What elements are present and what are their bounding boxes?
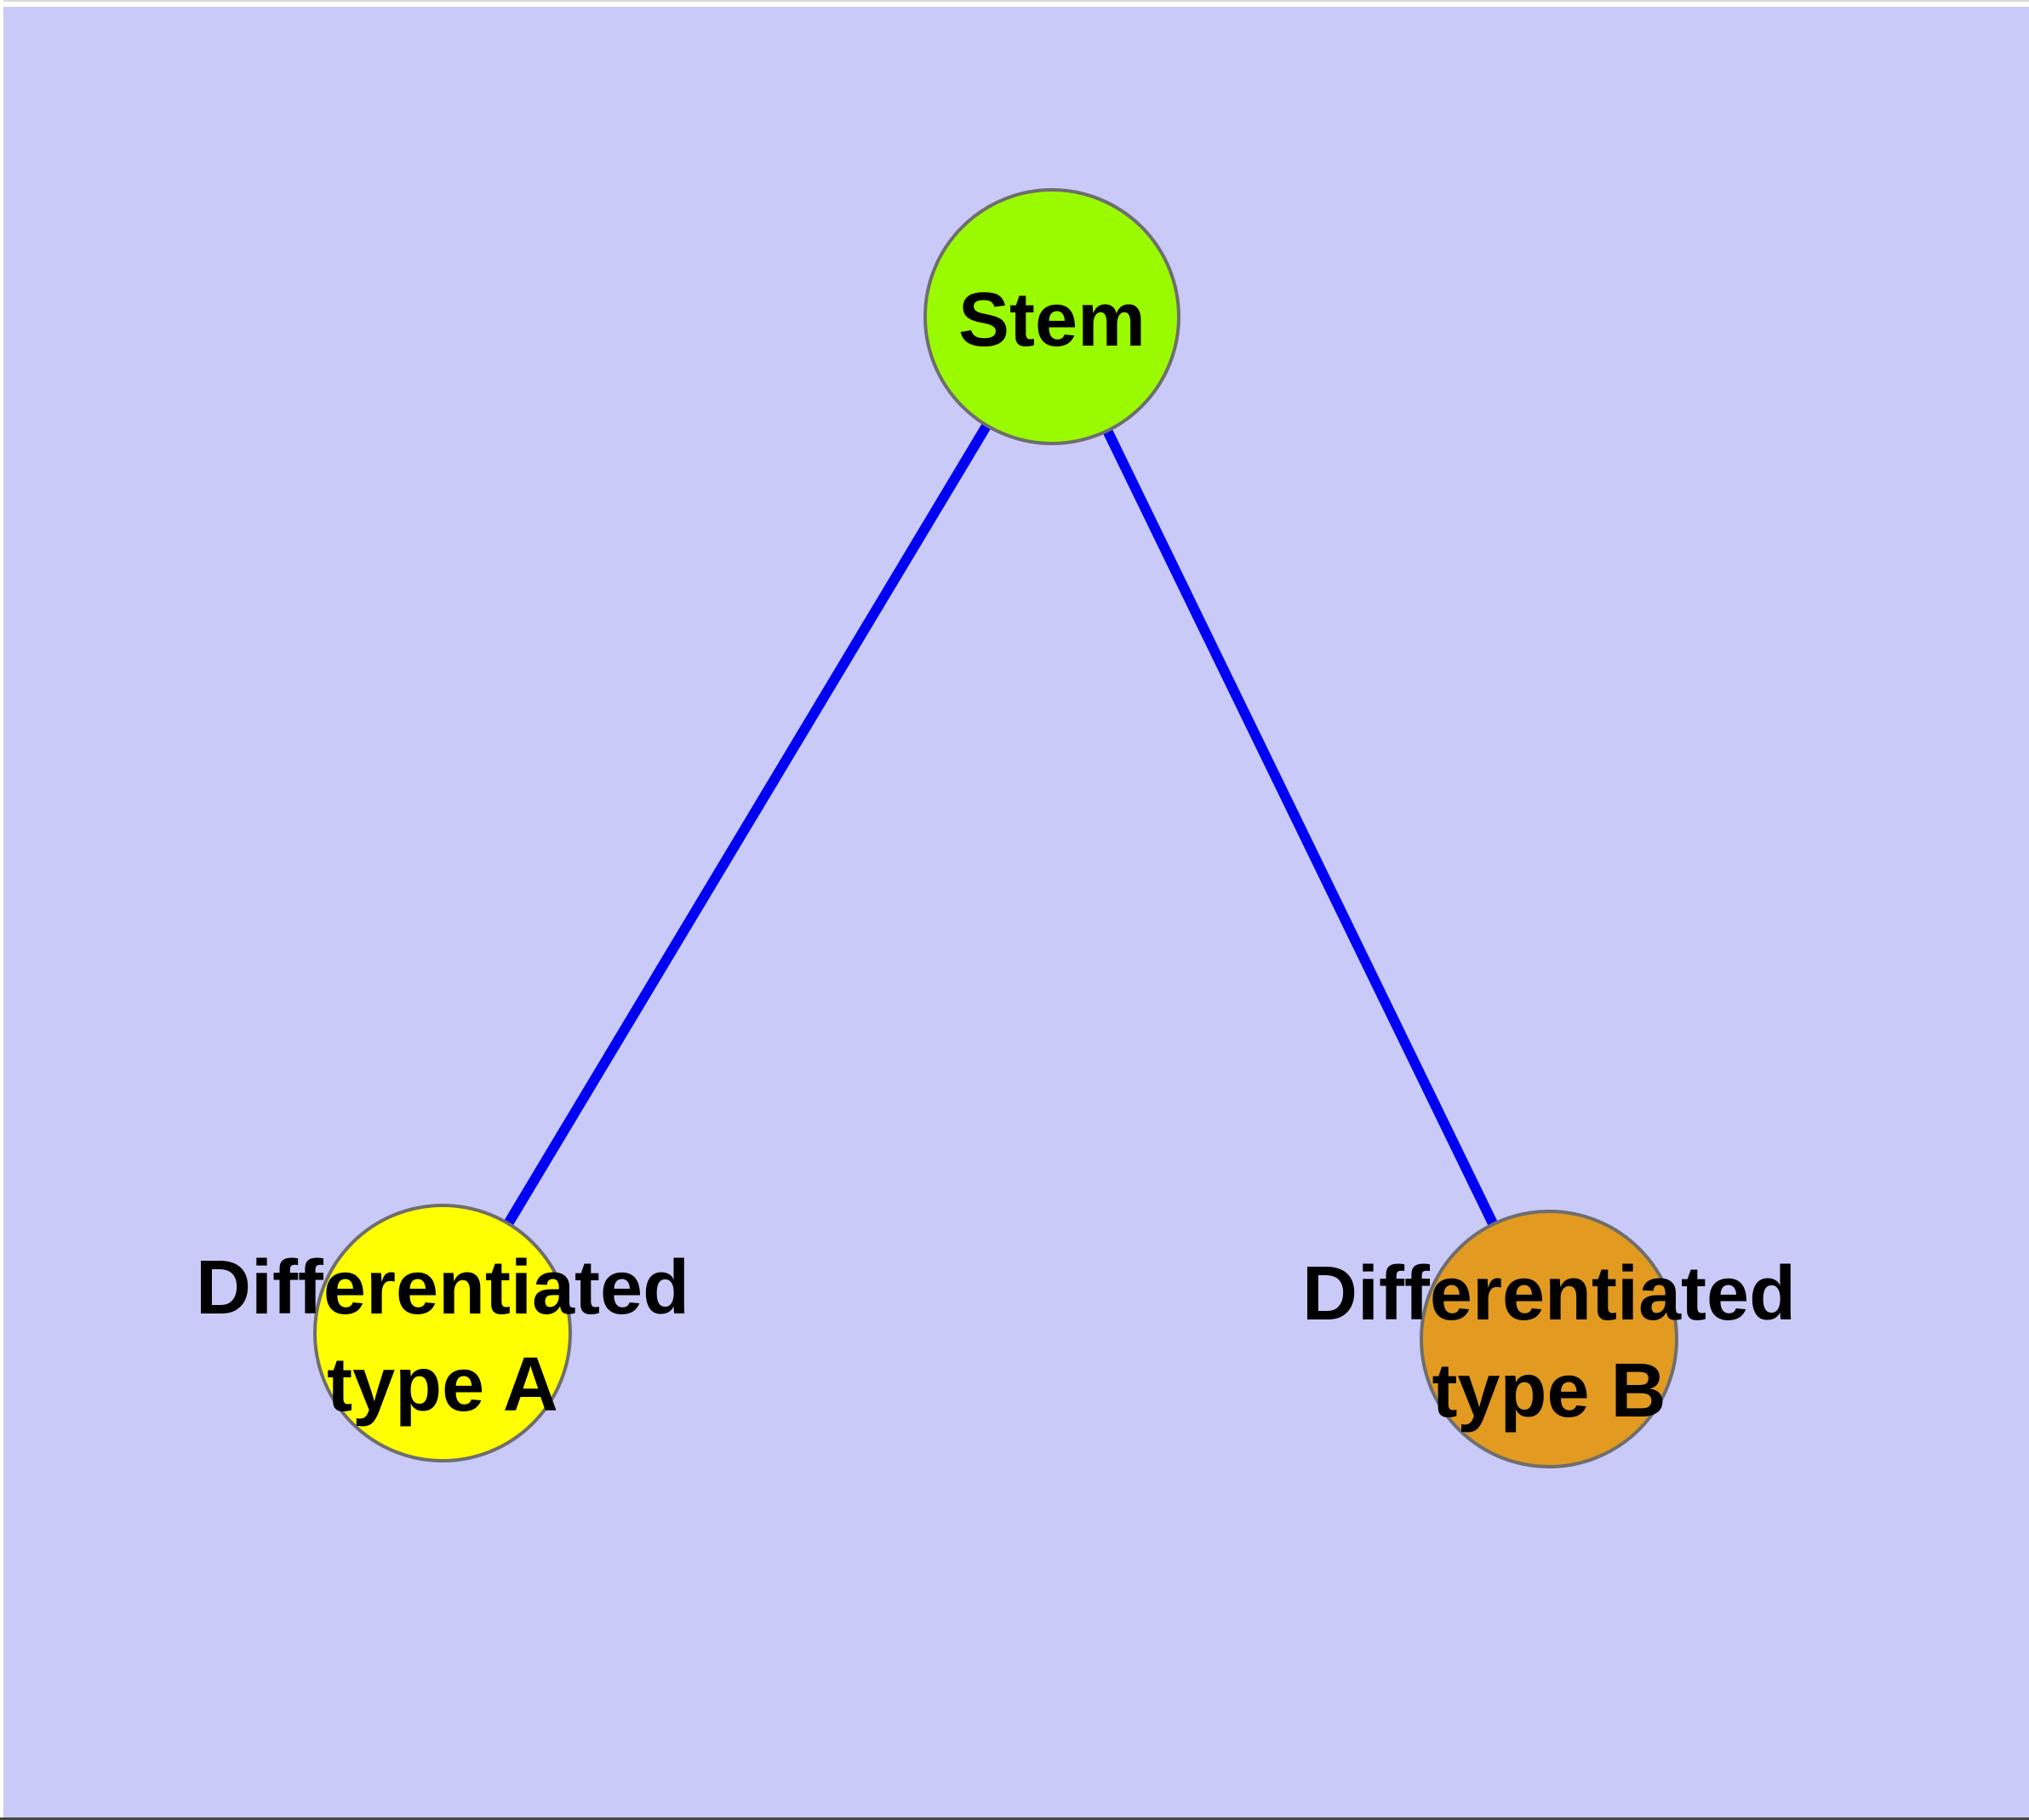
differentiated-type-a-node-label: Differentiated type A <box>196 1239 689 1434</box>
type-b-label-line-1: Differentiated <box>1301 1251 1797 1336</box>
edge-stem-to-diff-a <box>437 313 1057 1336</box>
differentiated-type-b-node-circle <box>1420 1210 1678 1468</box>
differentiated-type-a-node-circle <box>313 1204 572 1462</box>
edge-stem-to-diff-b <box>1047 314 1554 1342</box>
type-a-label-line-1: Differentiated <box>195 1245 690 1331</box>
window-top-border <box>0 0 2029 7</box>
stem-label-line: Stem <box>957 278 1146 363</box>
type-a-label-line-2: type A <box>327 1342 558 1428</box>
window-bottom-border <box>0 1817 2029 1820</box>
window-left-border <box>0 0 3 1817</box>
stem-node-circle <box>923 188 1180 445</box>
type-b-label-line-2: type B <box>1432 1348 1666 1434</box>
differentiated-type-b-node-label: Differentiated type B <box>1302 1245 1796 1439</box>
stem-node-label: Stem <box>958 272 1146 369</box>
